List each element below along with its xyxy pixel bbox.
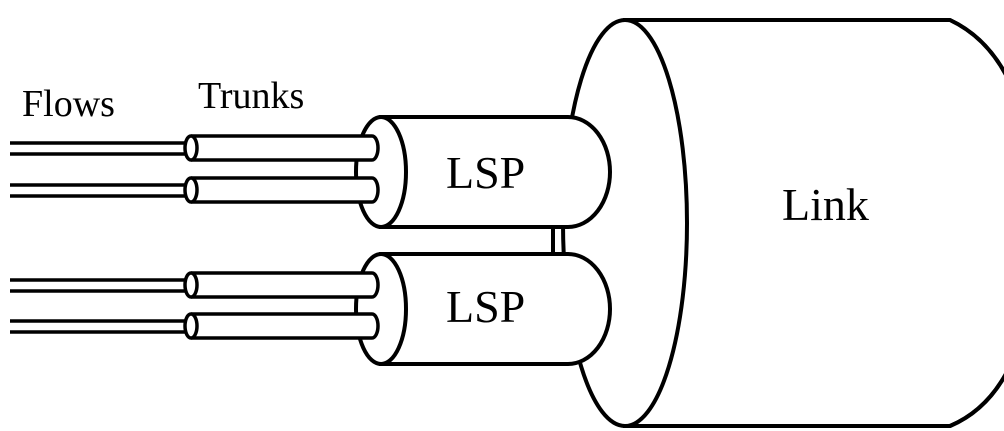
lsp-bottom-body	[379, 252, 612, 366]
lsp-top-body	[379, 115, 612, 229]
lsp-top-face	[354, 115, 408, 229]
flow-pair	[10, 183, 186, 198]
flow-pair	[10, 278, 186, 293]
lsp-top-label: LSP	[446, 147, 525, 198]
lsp-bottom-face	[354, 252, 408, 366]
flow-pair	[10, 141, 186, 156]
trunks	[183, 134, 380, 340]
trunk-tube	[183, 312, 380, 340]
trunks-label: Trunks	[198, 75, 304, 117]
lsp-bottom-label: LSP	[446, 281, 525, 332]
link-label: Link	[782, 179, 869, 230]
flows	[10, 141, 186, 334]
trunk-tube	[183, 176, 380, 204]
flow-pair	[10, 319, 186, 334]
link-cylinder-back-rim	[949, 18, 1004, 428]
trunk-tube	[183, 134, 380, 162]
flows-label: Flows	[22, 83, 115, 125]
trunk-tube	[183, 271, 380, 299]
